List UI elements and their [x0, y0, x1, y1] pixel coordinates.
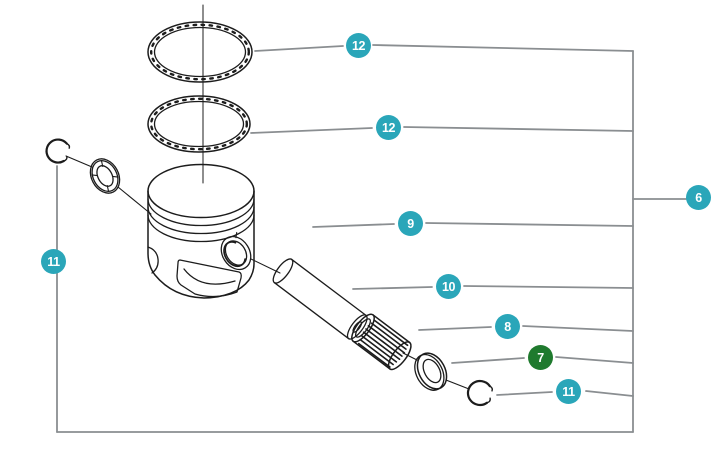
callout-line-7: [451, 356, 634, 364]
callout-badge-12-top[interactable]: 12: [346, 33, 371, 58]
callout-lines: [56, 44, 687, 433]
callout-line-10: [352, 285, 634, 290]
washer-right: [414, 352, 448, 391]
piston-ring-top: [147, 21, 253, 83]
callout-badge-10[interactable]: 10: [436, 274, 461, 299]
axis-line: [65, 155, 470, 390]
callout-badge-7[interactable]: 7: [528, 345, 553, 370]
callout-badge-8[interactable]: 8: [495, 314, 520, 339]
circlip-right: [466, 379, 494, 407]
callout-badge-11-left[interactable]: 11: [41, 249, 66, 274]
callout-badge-9[interactable]: 9: [398, 211, 423, 236]
washer-left: [89, 158, 121, 194]
callout-line-8: [418, 325, 634, 332]
piston-skirt-notch: [147, 246, 159, 274]
piston-skirt-window: [176, 259, 242, 298]
callout-line-12-second: [250, 126, 634, 134]
callout-badge-6[interactable]: 6: [686, 185, 711, 210]
callout-badge-11-right[interactable]: 11: [556, 379, 581, 404]
callout-badge-12-second[interactable]: 12: [376, 115, 401, 140]
callout-line-9: [312, 222, 634, 228]
piston-ring-second: [147, 95, 251, 153]
circlip-left: [45, 138, 71, 164]
needle-bearing: [351, 313, 412, 371]
piston: [147, 163, 255, 299]
piston-pin-hole: [220, 231, 252, 271]
callout-line-11-right: [496, 390, 634, 397]
callout-line-12-top: [254, 44, 634, 52]
